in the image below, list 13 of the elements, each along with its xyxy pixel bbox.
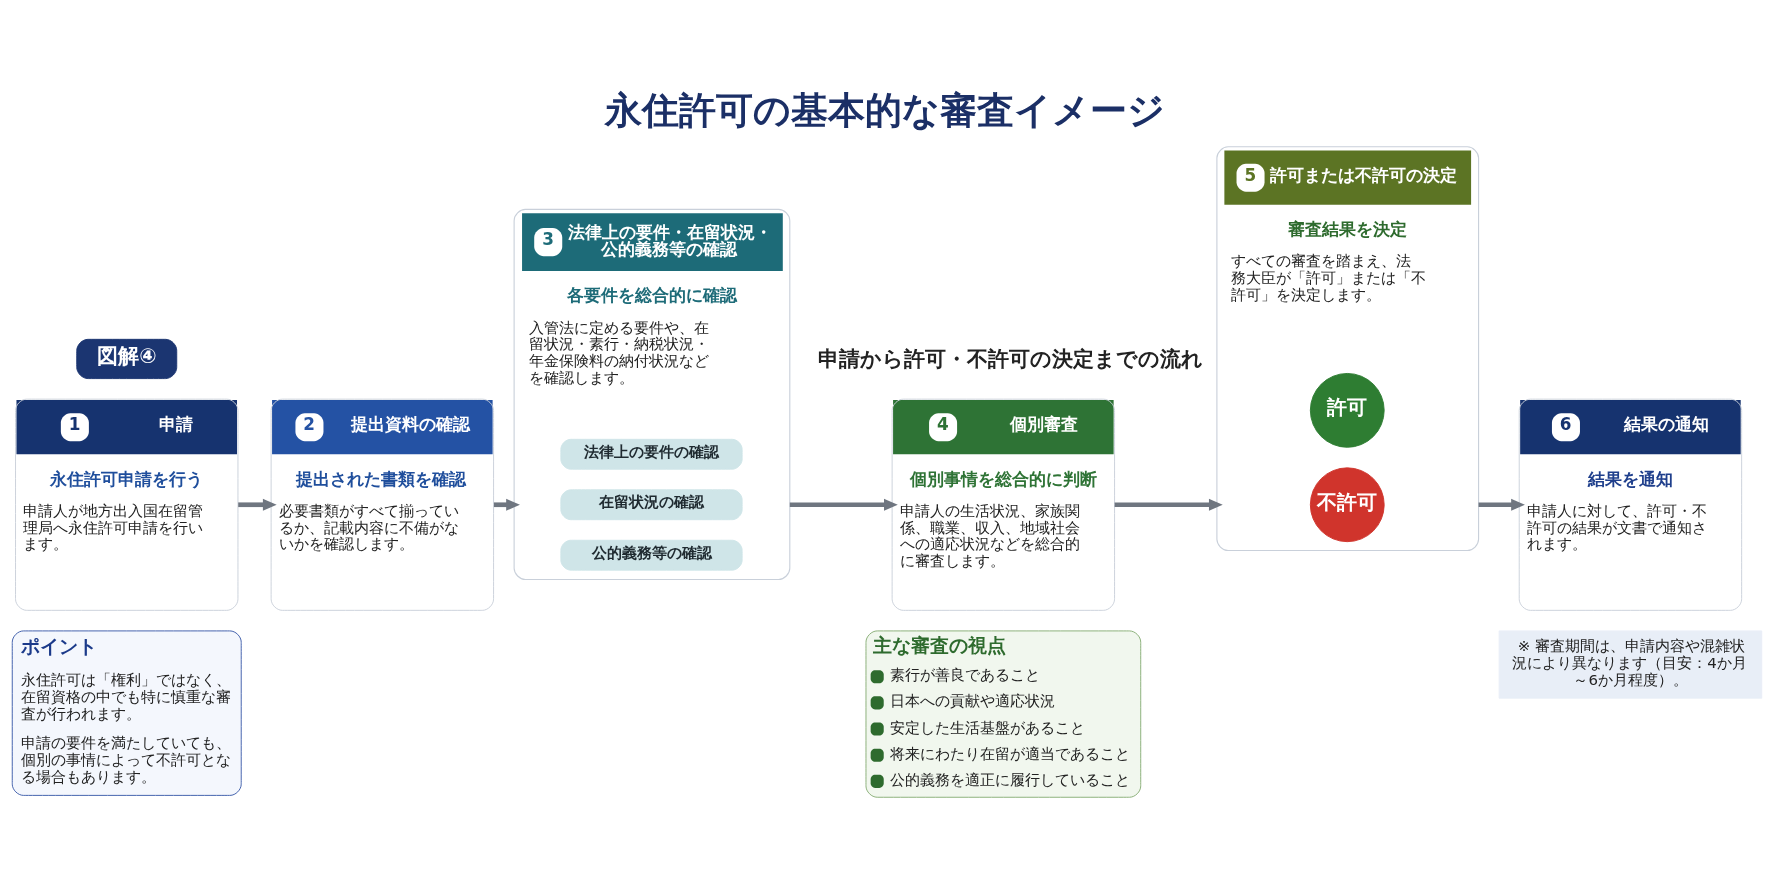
node-box: 在留状況の確認 [560,488,743,520]
node-circle: 不許可 [1309,466,1385,542]
node-box: ※ 審査期間は、申請内容や混雑状況により異なります（目安：4か月～6か月程度）。 [1498,629,1763,699]
node-box: 図解④ [76,338,178,379]
node-circle: 許可 [1309,372,1385,448]
arrow [1478,498,1525,511]
arrow [1114,498,1223,511]
diagram-title: 永住許可の基本的な審査イメージ [604,87,1165,132]
arrow [238,498,277,511]
arrow [789,498,898,511]
label: 申請から許可・不許可の決定までの流れ [817,346,1203,371]
node-box: 法律上の要件の確認 [560,438,743,470]
node-box: 公的義務等の確認 [560,539,743,571]
